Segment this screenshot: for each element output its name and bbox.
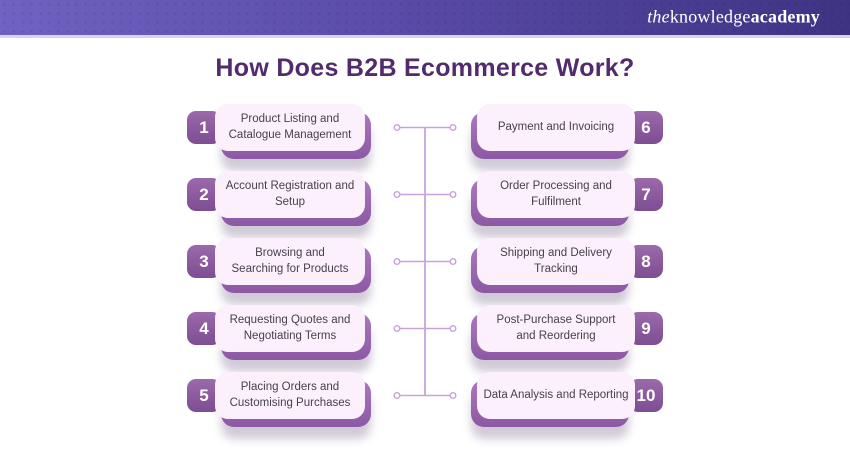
brand-logo: theknowledgeacademy [647,7,820,28]
timeline-connector [393,123,457,400]
step-row-1: 1 Product Listing and Catalogue Manageme… [187,104,371,159]
step-row-3: 3 Browsing and Searching for Products [187,238,371,293]
step-card-label: Requesting Quotes and Negotiating Terms [215,305,365,352]
step-card: Product Listing and Catalogue Management [215,104,371,159]
step-row-6: Payment and Invoicing 6 [471,104,663,159]
step-row-7: Order Processing and Fulfilment 7 [471,171,663,226]
brand-logo-the: the [647,6,670,27]
step-card: Order Processing and Fulfilment [471,171,635,226]
header-bar: theknowledgeacademy [0,0,850,38]
step-card-label: Product Listing and Catalogue Management [215,104,365,151]
step-card-label: Order Processing and Fulfilment [477,171,635,218]
step-row-4: 4 Requesting Quotes and Negotiating Term… [187,305,371,360]
step-card: Shipping and Delivery Tracking [471,238,635,293]
step-row-10: Data Analysis and Reporting 10 [471,372,663,427]
step-card: Browsing and Searching for Products [215,238,371,293]
step-row-8: Shipping and Delivery Tracking 8 [471,238,663,293]
step-card: Post-Purchase Support and Reordering [471,305,635,360]
step-card-label: Account Registration and Setup [215,171,365,218]
step-card-label: Payment and Invoicing [477,104,635,151]
step-row-9: Post-Purchase Support and Reordering 9 [471,305,663,360]
step-card: Payment and Invoicing [471,104,635,159]
page-title: How Does B2B Ecommerce Work? [215,54,635,82]
step-card: Data Analysis and Reporting [471,372,635,427]
step-card-label: Placing Orders and Customising Purchases [215,372,365,419]
step-card-label: Data Analysis and Reporting [477,372,635,419]
step-card: Placing Orders and Customising Purchases [215,372,371,427]
step-card-label: Post-Purchase Support and Reordering [477,305,635,352]
step-row-5: 5 Placing Orders and Customising Purchas… [187,372,371,427]
step-card: Requesting Quotes and Negotiating Terms [215,305,371,360]
step-row-2: 2 Account Registration and Setup [187,171,371,226]
steps-column-right: Payment and Invoicing 6 Order Processing… [471,104,663,427]
brand-logo-knowledge: knowledge [669,6,751,27]
step-card-label: Shipping and Delivery Tracking [477,238,635,285]
step-card-label: Browsing and Searching for Products [215,238,365,285]
steps-column-left: 1 Product Listing and Catalogue Manageme… [187,104,371,427]
step-card: Account Registration and Setup [215,171,371,226]
brand-logo-academy: academy [750,6,820,27]
